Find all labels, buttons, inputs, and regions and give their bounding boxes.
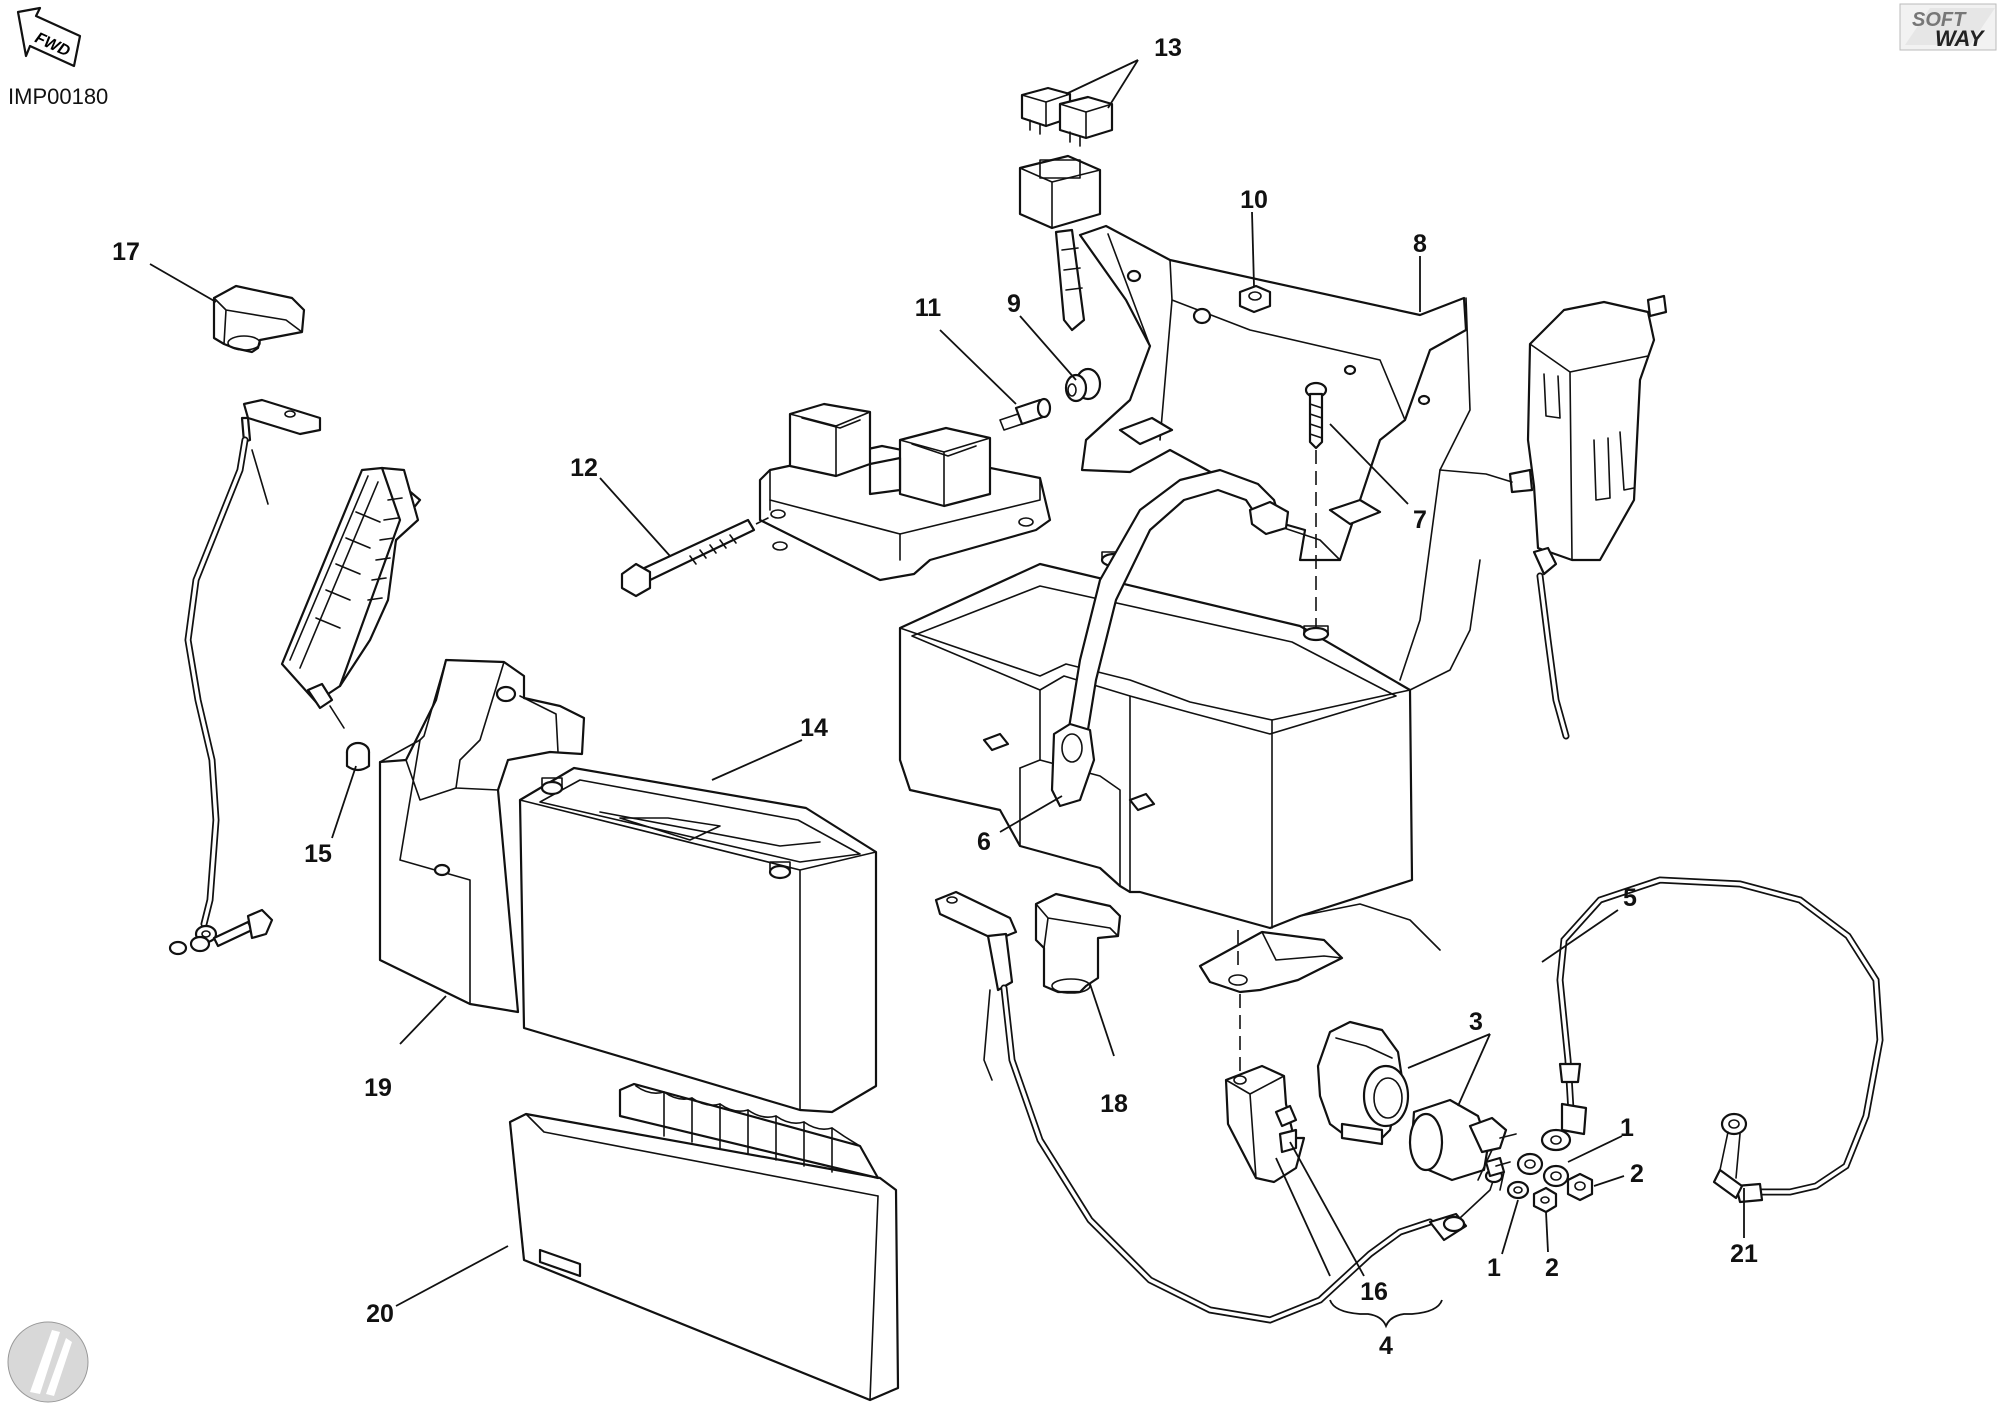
callout-19: 19 (364, 1074, 392, 1102)
leader-lines (149, 59, 1745, 1329)
battery-case-19 (378, 658, 586, 1014)
callout-4: 4 (1379, 1332, 1393, 1360)
callout-11: 11 (915, 294, 942, 322)
voltage-regulator (1439, 294, 1668, 740)
battery-pad-20 (508, 1082, 900, 1402)
callout-18: 18 (1100, 1090, 1128, 1118)
rubber-mount-16 (1224, 1064, 1306, 1184)
callout-2: 2 (1630, 1160, 1644, 1188)
callout-2: 2 (1545, 1254, 1559, 1282)
washer-1-upper (1516, 1152, 1570, 1188)
relay-13 (1020, 86, 1114, 147)
bracket-8 (1078, 224, 1471, 681)
negative-lead-cable (168, 398, 322, 956)
callout-10: 10 (1240, 186, 1268, 214)
strap-6 (1050, 468, 1290, 808)
callout-8: 8 (1413, 230, 1427, 258)
lower-mount-bracket (1198, 930, 1344, 1080)
fuse-box (280, 466, 422, 729)
softway-logo-icon: SOFT WAY (1899, 3, 1997, 51)
battery-14 (518, 766, 878, 1114)
nut-2-upper (1566, 1172, 1594, 1202)
nut-2-lower (1532, 1186, 1558, 1214)
callout-16: 16 (1360, 1278, 1388, 1306)
screw-7 (1304, 381, 1328, 450)
callout-labels: 1 1 2 2 3 4 5 6 7 8 9 10 11 12 13 14 15 … (112, 34, 1758, 1360)
grommet-9 (1064, 367, 1102, 403)
nut-10 (1238, 284, 1272, 314)
callout-6: 6 (977, 828, 991, 856)
ecu-unit (758, 402, 1052, 582)
washer-1-lower (1506, 1180, 1530, 1200)
callout-15: 15 (304, 840, 332, 868)
bush-11 (999, 397, 1052, 431)
positive-lead-cable (934, 890, 1504, 1324)
brand-roundel-icon (7, 1321, 89, 1403)
callout-9: 9 (1007, 290, 1021, 318)
battery-tray (898, 551, 1481, 951)
terminal-cap-17 (212, 284, 306, 354)
image-code: IMP00180 (8, 84, 109, 109)
callout-3: 3 (1469, 1008, 1483, 1036)
callout-17: 17 (112, 238, 140, 266)
relay-socket (1018, 154, 1102, 332)
callout-7: 7 (1413, 506, 1427, 534)
callout-13: 13 (1154, 34, 1182, 62)
callout-21: 21 (1730, 1240, 1758, 1268)
terminal-cap-18 (1034, 892, 1122, 994)
bolt-12 (620, 515, 773, 598)
callout-1: 1 (1620, 1114, 1634, 1142)
callout-20: 20 (366, 1300, 394, 1328)
callout-12: 12 (570, 454, 598, 482)
grommet-15 (345, 741, 371, 772)
callout-1: 1 (1487, 1254, 1501, 1282)
fwd-arrow-icon: FWD (16, 6, 82, 68)
starter-solenoid-3 (1316, 1020, 1517, 1191)
starter-cable-5 (1540, 876, 1884, 1204)
callout-14: 14 (800, 714, 828, 742)
logo-line2: WAY (1935, 26, 1986, 51)
logo-line1: SOFT (1912, 9, 1967, 31)
callout-5: 5 (1623, 884, 1637, 912)
